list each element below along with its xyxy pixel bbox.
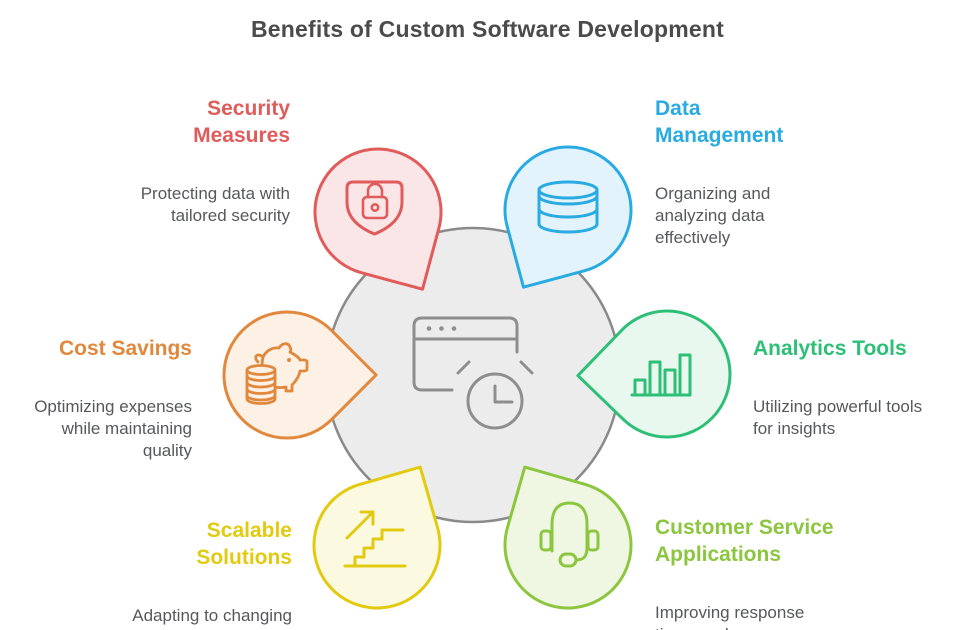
node-analytics-tools-desc: Utilizing powerful tools for insights bbox=[753, 397, 923, 438]
petal-analytics-tools bbox=[576, 309, 732, 439]
node-cost-savings-desc: Optimizing expenses while maintaining qu… bbox=[34, 397, 192, 460]
node-data-management: Data Management Organizing and analyzing… bbox=[655, 77, 783, 267]
node-customer-service: Customer Service Applications Improving … bbox=[655, 496, 834, 630]
headset-icon bbox=[539, 501, 600, 568]
database-icon bbox=[537, 180, 599, 234]
petal-customer-service bbox=[503, 465, 633, 610]
node-security: Security Measures Protecting data with t… bbox=[141, 77, 290, 245]
piggy-bank-icon bbox=[245, 342, 309, 405]
node-analytics-tools: Analytics Tools Utilizing powerful tools… bbox=[753, 317, 922, 458]
node-analytics-tools-title: Analytics Tools bbox=[753, 337, 907, 360]
node-customer-service-title: Customer Service Applications bbox=[655, 516, 834, 566]
bar-chart-icon bbox=[630, 353, 692, 397]
growth-stairs-icon bbox=[343, 510, 407, 568]
node-data-management-title: Data Management bbox=[655, 97, 784, 147]
node-data-management-desc: Organizing and analyzing data effectivel… bbox=[655, 184, 771, 247]
node-cost-savings: Cost Savings Optimizing expenses while m… bbox=[34, 317, 192, 480]
node-customer-service-desc: Improving response times and accuracy bbox=[655, 603, 805, 630]
node-security-desc: Protecting data with tailored security bbox=[140, 184, 290, 225]
node-security-title: Security Measures bbox=[193, 97, 290, 147]
browser-clock-icon bbox=[412, 316, 534, 430]
page-title: Benefits of Custom Software Development bbox=[251, 16, 724, 42]
node-scalable-solutions-desc: Adapting to changing business needs bbox=[132, 606, 292, 630]
shield-lock-icon bbox=[345, 180, 404, 236]
node-scalable-solutions-title: Scalable Solutions bbox=[196, 519, 292, 569]
node-cost-savings-title: Cost Savings bbox=[58, 337, 192, 360]
node-scalable-solutions: Scalable Solutions Adapting to changing … bbox=[132, 499, 292, 630]
